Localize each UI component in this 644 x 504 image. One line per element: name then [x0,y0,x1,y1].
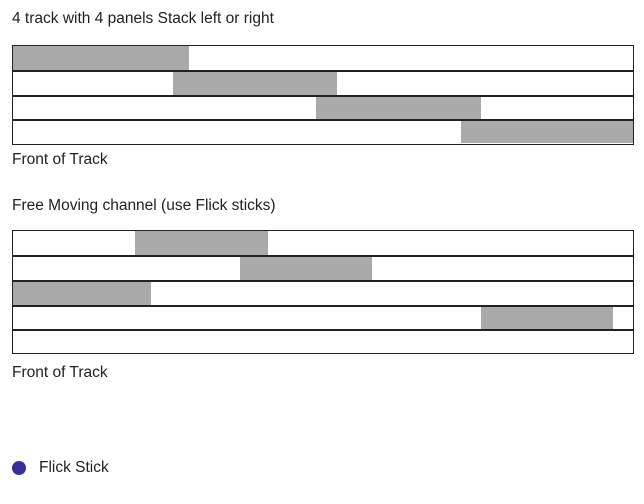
panel-2 [240,257,372,280]
diagram2-title: Free Moving channel (use Flick sticks) [12,197,276,214]
legend-label-flick-stick: Flick Stick [39,459,109,476]
track-row-3 [13,97,633,119]
track-diagram-stacking [12,45,634,145]
track-diagram-free-moving [12,230,634,354]
panel-3 [13,282,151,305]
panel-3 [316,97,481,119]
track-divider [13,280,633,282]
track-divider [13,255,633,257]
track-row-5 [13,331,633,352]
track-divider [13,70,633,72]
track-row-1 [13,231,633,255]
track-divider [13,305,633,307]
track-row-4 [13,121,633,143]
panel-4 [481,307,613,329]
track-divider [13,329,633,331]
panel-1 [135,231,268,255]
panel-2 [173,72,337,95]
track-row-2 [13,257,633,280]
diagram1-caption: Front of Track [12,151,108,168]
track-row-4 [13,307,633,329]
panel-4 [461,121,633,143]
track-row-1 [13,46,633,70]
panel-1 [13,46,189,70]
diagram2-caption: Front of Track [12,364,108,381]
diagram1-title: 4 track with 4 panels Stack left or righ… [12,10,274,27]
track-divider [13,95,633,97]
flick-stick-dot-icon [12,461,26,475]
track-row-2 [13,72,633,95]
track-row-3 [13,282,633,305]
track-divider [13,119,633,121]
